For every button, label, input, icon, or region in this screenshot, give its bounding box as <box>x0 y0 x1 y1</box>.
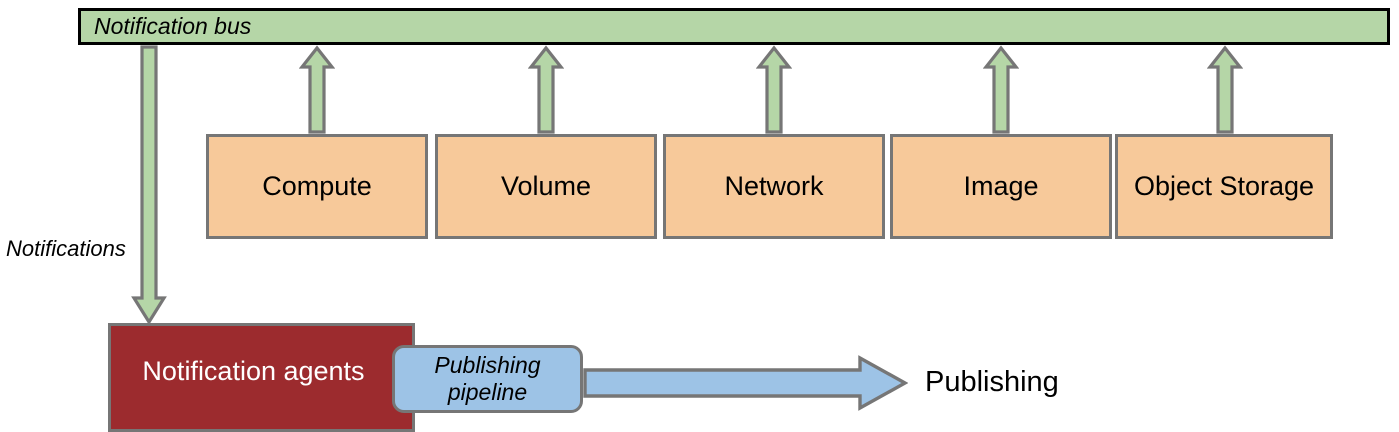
publishing-pipeline-label-line1: Publishing <box>434 352 541 378</box>
network-emit-arrow <box>756 45 792 135</box>
notification-bus <box>78 8 1390 45</box>
publishing-pipeline-label-line2: pipeline <box>447 379 528 405</box>
service-label-object-storage: Object Storage <box>1133 171 1315 201</box>
publishing-pipeline-label: Publishing pipeline <box>434 352 540 406</box>
publishing-arrow <box>583 355 908 411</box>
volume-emit-arrow <box>528 45 564 135</box>
notification-agents-label: Notification agents <box>142 356 365 386</box>
service-box-network[interactable]: Network <box>663 134 885 239</box>
service-label-volume: Volume <box>500 171 592 201</box>
service-label-image: Image <box>963 171 1039 201</box>
service-label-compute: Compute <box>262 171 372 201</box>
notifications-flow-label: Notifications <box>6 236 126 261</box>
notification-agents-box[interactable]: Notification agents <box>108 323 415 432</box>
compute-emit-arrow <box>299 45 335 135</box>
image-emit-arrow <box>983 45 1019 135</box>
service-box-image[interactable]: Image <box>890 134 1112 239</box>
publishing-pipeline-box[interactable]: Publishing pipeline <box>392 345 583 413</box>
service-label-network: Network <box>724 171 824 201</box>
object-storage-emit-arrow <box>1207 45 1243 135</box>
notifications-down-arrow <box>131 45 167 325</box>
notification-bus-label: Notification bus <box>94 13 252 39</box>
service-box-compute[interactable]: Compute <box>206 134 428 239</box>
service-box-object-storage[interactable]: Object Storage <box>1115 134 1333 239</box>
service-box-volume[interactable]: Volume <box>435 134 657 239</box>
publishing-label: Publishing <box>925 366 1059 398</box>
